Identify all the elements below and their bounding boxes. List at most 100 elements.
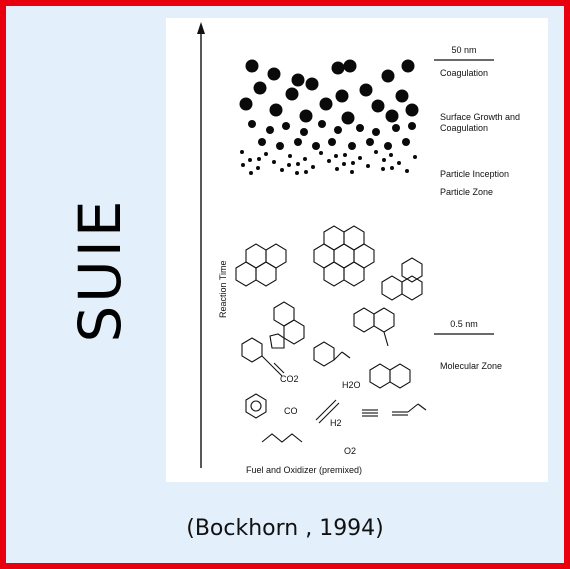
particle-large <box>239 97 253 111</box>
zone-coagulation: Coagulation <box>440 68 488 78</box>
particle-small <box>374 150 378 154</box>
zone-molecular-zone: Molecular Zone <box>440 361 502 371</box>
pah-molecules <box>235 225 427 443</box>
particle-small <box>334 154 338 158</box>
pyrene-molecule <box>235 243 287 287</box>
particle-small <box>248 158 252 162</box>
phenanthrene-molecule <box>381 257 423 301</box>
particle-large <box>319 97 333 111</box>
particle-small <box>295 171 299 175</box>
alkane-molecule <box>261 433 303 443</box>
particle-small <box>288 154 292 158</box>
particle-large <box>267 67 281 81</box>
particle-large <box>395 89 409 103</box>
particle-small <box>256 166 260 170</box>
particle-small <box>296 162 300 166</box>
particle-small <box>413 155 417 159</box>
particle-small <box>335 167 339 171</box>
particle-medium <box>294 138 302 146</box>
particle-small <box>303 157 307 161</box>
particle-medium <box>312 142 320 150</box>
particle-large <box>305 77 319 91</box>
particle-medium <box>348 142 356 150</box>
particle-small <box>257 157 261 161</box>
particle-medium <box>300 128 308 136</box>
scale-mid-label: 0.5 nm <box>450 319 478 329</box>
scale-top-label: 50 nm <box>451 45 476 55</box>
soot-formation-figure: Reaction Time 50 nm 0.5 nm Coagulation S… <box>166 18 548 482</box>
benzene-molecule <box>245 393 267 419</box>
particle-small <box>287 163 291 167</box>
particle-large <box>285 87 299 101</box>
particle-small <box>319 151 323 155</box>
particle-small <box>389 153 393 157</box>
particle-medium <box>402 138 410 146</box>
acenaphthylene-molecule <box>269 301 305 349</box>
particle-medium <box>408 122 416 130</box>
diacetylene-molecule <box>315 399 340 424</box>
particle-large <box>359 83 373 97</box>
particle-small <box>390 166 394 170</box>
particle-medium <box>334 126 342 134</box>
zone-surface-growth-1: Surface Growth and <box>440 112 520 122</box>
particle-large <box>253 81 267 95</box>
particle-large <box>371 99 385 113</box>
soot-formation-diagram: Reaction Time 50 nm 0.5 nm Coagulation S… <box>197 22 520 475</box>
particle-large <box>335 89 349 103</box>
species-co2: CO2 <box>280 374 299 384</box>
particle-small <box>342 162 346 166</box>
species-h2: H2 <box>330 418 342 428</box>
particle-small <box>382 158 386 162</box>
particle-small <box>304 170 308 174</box>
phenylacetylene-molecule <box>241 337 285 377</box>
particle-medium <box>356 124 364 132</box>
particle-large <box>401 59 415 73</box>
vertical-title: SUIE <box>52 150 148 390</box>
particle-medium <box>318 120 326 128</box>
vertical-title-text: SUIE <box>66 197 134 343</box>
zone-surface-growth-2: Coagulation <box>440 123 488 133</box>
soot-particles <box>239 59 419 175</box>
particle-small <box>351 161 355 165</box>
bottom-label: Fuel and Oxidizer (premixed) <box>246 465 362 475</box>
particle-small <box>272 160 276 164</box>
particle-large <box>341 111 355 125</box>
methylnaphthalene-molecule <box>353 307 395 347</box>
particle-large <box>381 69 395 83</box>
particle-small <box>327 159 331 163</box>
axis-label: Reaction Time <box>218 260 228 318</box>
particle-medium <box>392 124 400 132</box>
particle-large <box>405 103 419 117</box>
styrene-molecule <box>313 341 351 367</box>
particle-small <box>366 164 370 168</box>
particle-medium <box>366 138 374 146</box>
particle-medium <box>276 142 284 150</box>
coronene-molecule <box>313 225 375 287</box>
particle-large <box>299 109 313 123</box>
particle-large <box>331 61 345 75</box>
zone-particle-inception: Particle Inception <box>440 169 509 179</box>
particle-small <box>343 153 347 157</box>
particle-large <box>291 73 305 87</box>
species-o2: O2 <box>344 446 356 456</box>
naphthalene-molecule <box>369 363 411 389</box>
particle-small <box>381 167 385 171</box>
particle-large <box>385 109 399 123</box>
particle-medium <box>248 120 256 128</box>
particle-small <box>358 156 362 160</box>
particle-medium <box>258 138 266 146</box>
axis-arrowhead <box>197 22 205 34</box>
particle-small <box>241 163 245 167</box>
particle-medium <box>372 128 380 136</box>
particle-large <box>269 103 283 117</box>
particle-small <box>405 169 409 173</box>
vinylacetylene-molecule <box>392 403 427 416</box>
species-co: CO <box>284 406 298 416</box>
particle-large <box>245 59 259 73</box>
acetylene-molecule <box>362 409 378 417</box>
particle-large <box>343 59 357 73</box>
particle-medium <box>384 142 392 150</box>
particle-small <box>350 170 354 174</box>
species-h2o: H2O <box>342 380 361 390</box>
particle-medium <box>266 126 274 134</box>
